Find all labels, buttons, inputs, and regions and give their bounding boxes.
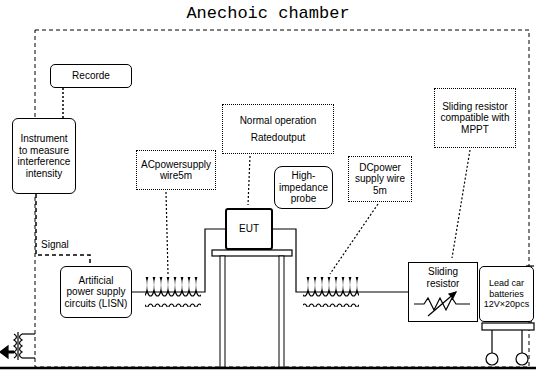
node-text: High-impedance probe	[278, 170, 329, 205]
eut-monitor: EUT	[225, 208, 273, 250]
recorder-box: Recorde	[50, 64, 132, 88]
isolation-transformer	[0, 332, 35, 360]
signal-label: Signal	[40, 239, 70, 250]
chamber-outline	[35, 30, 529, 367]
node-text: Lead car batteries 12V×20pcs	[483, 278, 530, 309]
instrument-box: Instrument to measure interference inten…	[12, 118, 76, 194]
callout-box: ACpowersupply wire5m	[136, 150, 216, 190]
node-text: Recorde	[72, 70, 110, 82]
probe-box: High-impedance probe	[274, 166, 333, 209]
connector	[62, 88, 64, 118]
node-text: Sliding resistor compatible with MPPT	[438, 101, 512, 136]
node-text: ACpowersupply wire5m	[140, 159, 212, 182]
callout-box: Normal operationRatedoutput	[222, 104, 334, 154]
callout-box: DCpower supply wire 5m	[348, 156, 412, 202]
node-text: Normal operation	[240, 115, 317, 127]
lisn-box: Artificial power supply circuits (LISN)	[60, 266, 132, 318]
node-text: Instrument to measure interference inten…	[16, 133, 72, 179]
table	[212, 250, 292, 367]
node-text: Artificial power supply circuits (LISN)	[64, 275, 128, 310]
floor-line	[0, 367, 536, 370]
chamber-title: Anechoic chamber	[0, 4, 536, 23]
node-text: EUT	[239, 223, 259, 235]
connector	[36, 194, 90, 266]
node-text: Ratedoutput	[251, 132, 306, 144]
sliding-resistor-box: Sliding resistor	[408, 262, 478, 322]
battery-box: Lead car batteries 12V×20pcs	[479, 266, 534, 322]
connector	[273, 229, 408, 292]
resistor-symbol	[414, 292, 470, 316]
connector	[132, 229, 225, 292]
node-text: DCpower supply wire 5m	[352, 162, 408, 197]
node-text: Sliding resistor	[412, 266, 474, 289]
callout-box: Sliding resistor compatible with MPPT	[434, 88, 516, 148]
